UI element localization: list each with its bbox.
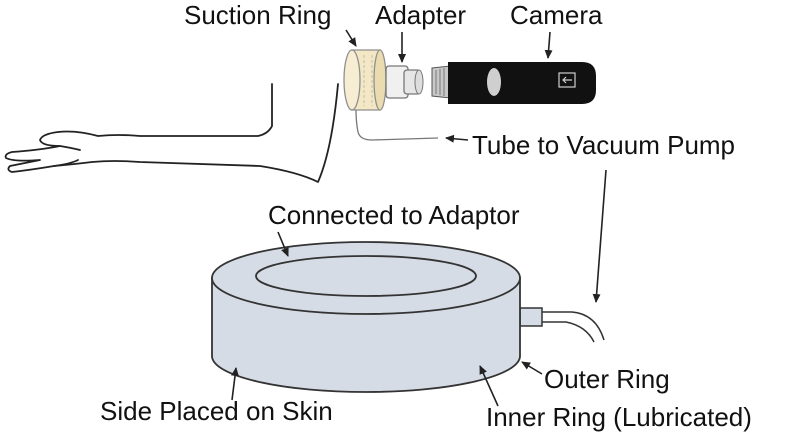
pointer-arrows bbox=[231, 29, 607, 407]
arrow-inner-ring bbox=[479, 365, 499, 407]
label-camera: Camera bbox=[510, 0, 603, 30]
label-tube: Tube to Vacuum Pump bbox=[472, 130, 735, 160]
label-inner-ring: Inner Ring (Lubricated) bbox=[486, 402, 752, 432]
camera-device bbox=[431, 62, 596, 104]
arrow-to-pump bbox=[592, 169, 607, 303]
label-skin-side: Side Placed on Skin bbox=[100, 396, 333, 426]
arrow-connected bbox=[277, 231, 289, 257]
label-outer-ring: Outer Ring bbox=[544, 364, 670, 394]
arrow-in-box-icon bbox=[558, 72, 576, 88]
ring-inner-opening bbox=[255, 255, 477, 297]
label-suction-ring: Suction Ring bbox=[184, 0, 331, 30]
arrow-suction-ring bbox=[345, 29, 357, 47]
label-adapter: Adapter bbox=[375, 0, 466, 30]
arrow-outer-ring bbox=[521, 361, 543, 375]
vacuum-tube-large bbox=[542, 311, 605, 343]
adapter-part bbox=[385, 65, 424, 99]
arrow-tube bbox=[445, 134, 469, 143]
arrow-camera bbox=[544, 31, 553, 59]
suction-ring-small bbox=[343, 49, 387, 111]
large-suction-ring bbox=[211, 241, 605, 393]
arrow-skin-side bbox=[231, 367, 239, 401]
tube-connector bbox=[519, 307, 543, 327]
vacuum-tube-small bbox=[355, 109, 439, 141]
label-connected: Connected to Adaptor bbox=[268, 200, 520, 230]
arm-outline bbox=[4, 83, 339, 183]
